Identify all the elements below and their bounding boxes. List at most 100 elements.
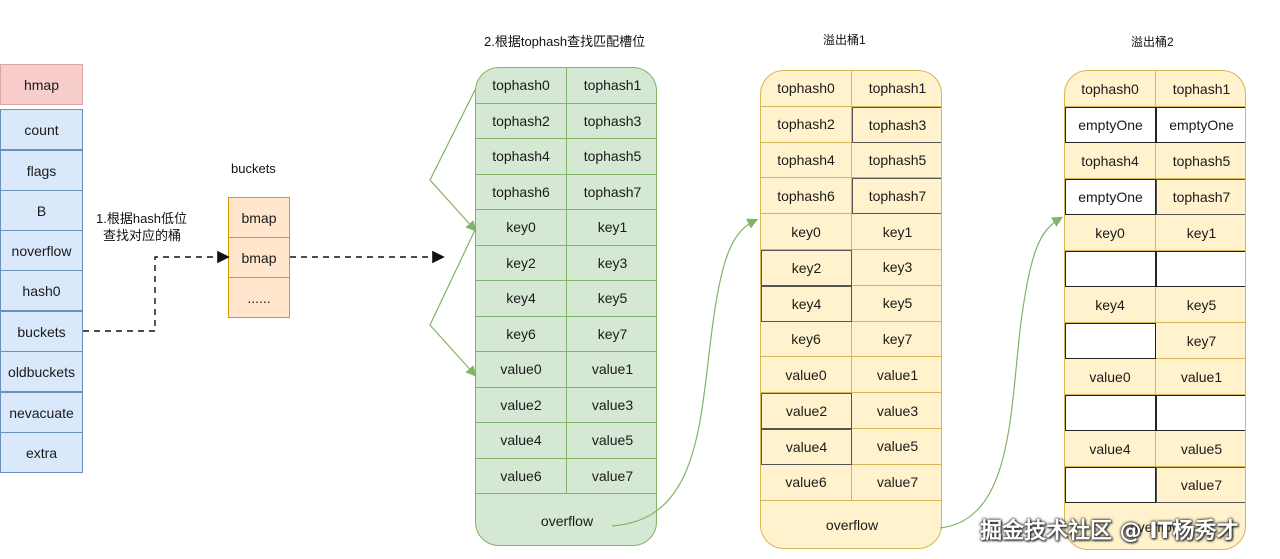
bucket-main-overflow-pointer: overflow: [540, 512, 594, 529]
bucket-of1-slot-r4-c0: key0: [761, 214, 852, 250]
bucket-of1-slot-r5-c1: key3: [852, 250, 941, 286]
bucket-main-slot-r8-c1: value1: [567, 352, 656, 388]
bucket-of2-slot-r6-c0: key4: [1065, 287, 1156, 323]
bucket-of1-slot-r9-c0: value2: [761, 393, 852, 429]
bucket-of2-slot-r10-c0: value4: [1065, 431, 1156, 467]
bucket-main-slot-r4-c0: key0: [476, 210, 567, 246]
bucket-main-slot-r0-c1: tophash1: [567, 68, 656, 104]
bucket-main-slot-r2-c0: tophash4: [476, 139, 567, 175]
bucket-main-slot-r7-c1: key7: [567, 317, 656, 352]
bucket-main-slot-r9-c0: value2: [476, 387, 567, 423]
bucket-main-slot-r11-c1: value7: [567, 459, 656, 494]
bucket-main-slot-r3-c1: tophash7: [567, 175, 656, 210]
bucket-of1-slot-r6-c0: key4: [761, 285, 852, 322]
bucket-of2-slot-r3-c0: emptyOne: [1065, 179, 1156, 215]
bucket-of2-slot-r11-c0: [1065, 467, 1156, 503]
bucket-of2-slot-r3-c1: tophash7: [1156, 179, 1245, 215]
bucket-of1-slot-r6-c1: key5: [852, 286, 941, 322]
overflow-1-link: [611, 218, 759, 527]
hmap-field-flags: flags: [0, 150, 83, 191]
bucket-of2-slot-r7-c0: [1065, 323, 1156, 359]
bucket-of2-slot-r4-c1: key1: [1156, 215, 1245, 251]
bucket-of2-slot-r2-c0: tophash4: [1065, 143, 1156, 179]
step1-label-line1: 1.根据hash低位: [96, 211, 188, 226]
bucket-of1-slot-r2-c1: tophash5: [852, 143, 941, 179]
bucket-main-slot-r2-c1: tophash5: [567, 139, 656, 175]
bucket-of1-slot-r7-c1: key7: [852, 322, 941, 358]
bucket-of1-slot-r10-c0: value4: [761, 429, 852, 465]
bucket-main-slot-r5-c1: key3: [567, 246, 656, 281]
hash-lookup-arrow: [83, 250, 230, 332]
bucket-of1-slot-r3-c1: tophash7: [852, 178, 941, 215]
bucket-of2-overflow-pointer: overflow: [1129, 519, 1183, 535]
bucket-of1-slot-r0-c0: tophash0: [761, 71, 852, 107]
bucket-of2-slot-r10-c1: value5: [1156, 431, 1245, 467]
bucket-of2-slot-r11-c1: value7: [1156, 467, 1245, 503]
bucket-of2-slot-r0-c0: tophash0: [1065, 71, 1156, 107]
bucket-of1-overflow-pointer: overflow: [825, 517, 879, 534]
bucket-of2-slot-r8-c1: value1: [1156, 359, 1245, 395]
bucket-main-slot-r7-c0: key6: [476, 316, 567, 352]
bucket-of1-slot-r5-c0: key2: [761, 250, 852, 286]
bucket-main-slot-r6-c0: key4: [476, 281, 567, 317]
bucket-main-slot-r10-c1: value5: [567, 423, 656, 459]
bucket-main-slot-r5-c0: key2: [476, 245, 567, 281]
bucket-of2-slot-r4-c0: key0: [1065, 215, 1156, 251]
bucket-of2-slot-r5-c1: [1156, 251, 1245, 287]
bucket-of2-slot-r5-c0: [1065, 251, 1156, 287]
bucket-of2-slot-r7-c1: key7: [1156, 323, 1245, 359]
bucket-main-slot-r10-c0: value4: [476, 423, 567, 459]
hmap-field-noverflow: noverflow: [0, 230, 83, 271]
step1-label-line2: 查找对应的桶: [103, 228, 182, 243]
bucket-of2-slot-r6-c1: key5: [1156, 287, 1245, 323]
bucket-of1-slot-r0-c1: tophash1: [852, 71, 941, 107]
overflow-bucket-2-title: 溢出桶2: [1131, 35, 1174, 49]
bucket-of1-slot-r11-c1: value7: [852, 465, 941, 501]
bucket-of1-slot-r4-c1: key1: [852, 214, 941, 250]
bucket-main-slot-r9-c1: value3: [567, 388, 656, 423]
overflow-bucket-1-title: 溢出桶1: [823, 33, 866, 47]
bucket-of2-slot-r8-c0: value0: [1065, 359, 1156, 395]
bucket-of1-slot-r1-c1: tophash3: [852, 106, 941, 143]
hmap-field-oldbuckets: oldbuckets: [0, 351, 83, 392]
bucket-main-slot-r1-c0: tophash2: [476, 103, 567, 139]
bucket-main-slot-r0-c0: tophash0: [476, 68, 567, 104]
hmap-field-extra: extra: [0, 432, 83, 473]
bucket-of1-slot-r1-c0: tophash2: [761, 106, 852, 143]
bucket-of1-slot-r7-c0: key6: [761, 321, 852, 358]
step2-label: 2.根据tophash查找匹配槽位: [484, 34, 646, 49]
bucket-of2-slot-r0-c1: tophash1: [1156, 71, 1245, 107]
bucket-of1-slot-r3-c0: tophash6: [761, 178, 852, 215]
watermark: 掘金技术社区 @ IT杨秀才: [980, 519, 1239, 544]
buckets-item-ellipsis: ......: [228, 277, 290, 318]
hmap-field-buckets: buckets: [0, 311, 83, 352]
bucket-main-slot-r1-c1: tophash3: [567, 104, 656, 139]
bucket-of1-slot-r9-c1: value3: [852, 393, 941, 429]
bucket-main-slot-r6-c1: key5: [567, 281, 656, 317]
tophash-to-value-arrow: [429, 229, 477, 377]
bucket-main-slot-r11-c0: value6: [476, 458, 567, 494]
bucket-of1-slot-r8-c1: value1: [852, 357, 941, 394]
bucket-of1-slot-r2-c0: tophash4: [761, 142, 852, 179]
bucket-of2-slot-r9-c1: [1156, 395, 1245, 431]
bucket-of2-slot-r2-c1: tophash5: [1156, 143, 1245, 179]
overflow-2-link: [939, 216, 1064, 529]
bucket-main-slot-r8-c0: value0: [476, 352, 567, 388]
hmap-field-hash0: hash0: [0, 270, 83, 311]
bucket-of2-slot-r9-c0: [1065, 395, 1156, 431]
tophash-match-arrows: [429, 89, 477, 232]
bucket-main-slot-r4-c1: key1: [567, 210, 656, 246]
bucket-of2-slot-r1-c0: emptyOne: [1065, 107, 1156, 143]
buckets-title: buckets: [231, 161, 276, 176]
bucket-main-slot-r3-c0: tophash6: [476, 174, 567, 210]
bucket-of1-slot-r11-c0: value6: [761, 464, 852, 501]
bucket-of1-slot-r8-c0: value0: [761, 357, 852, 394]
hmap-header: hmap: [0, 64, 83, 105]
hmap-field-count: count: [0, 109, 83, 150]
bucket-of2-slot-r1-c1: emptyOne: [1156, 107, 1245, 143]
bucket-of1-slot-r10-c1: value5: [852, 429, 941, 465]
